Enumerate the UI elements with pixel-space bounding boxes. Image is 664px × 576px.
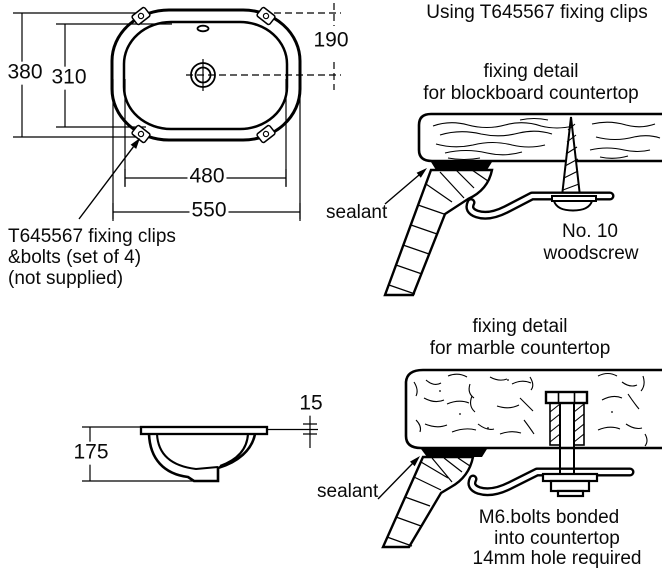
- woodscrew-label-line-1: No. 10: [562, 221, 618, 242]
- side-dimension-lines: [82, 410, 318, 482]
- basin-rim-section-blockboard: [383, 168, 494, 297]
- fixing-clip-plan-top-right: [256, 6, 276, 26]
- plan-note-line-2: &bolts (set of 4): [8, 247, 142, 268]
- bolt-label-line-1: M6.bolts bonded: [478, 507, 620, 528]
- bolt-label-line-3: 14mm hole required: [472, 548, 642, 569]
- bowl-outer-wall: [147, 433, 257, 483]
- dimension-480: 480: [187, 164, 227, 189]
- overflow-hole: [196, 24, 210, 33]
- marble-fixing-detail-drawing: [377, 368, 662, 549]
- plan-centerlines: [186, 3, 341, 90]
- fixing-clip-plan-bottom-left: [131, 124, 151, 144]
- marble-title-line-2: for marble countertop: [429, 338, 611, 359]
- basin-plan-view: [13, 3, 341, 221]
- basin-inner-bowl-edge: [122, 20, 289, 131]
- fixing-clip-section-marble: [467, 467, 635, 497]
- basin-outer-rim: [110, 8, 302, 142]
- sealant-bead-blockboard: [431, 162, 492, 170]
- blockboard-fixing-detail-drawing: [383, 112, 662, 297]
- basin-rim-hatching-marble: [386, 457, 471, 547]
- fixing-clip-section-blockboard: [465, 191, 615, 220]
- woodscrew-section: [560, 116, 582, 197]
- woodscrew-label-line-2: woodscrew: [543, 243, 639, 264]
- dimension-310: 310: [49, 65, 89, 90]
- sealant-arrow-blockboard: [384, 168, 427, 205]
- bolt-shank: [559, 403, 575, 474]
- basin-rim-side: [139, 425, 269, 436]
- woodscrew-head: [551, 195, 597, 212]
- dimension-15: 15: [297, 391, 325, 416]
- blockboard-countertop-section: [417, 112, 662, 163]
- bolt-label-line-2: into countertop: [494, 528, 620, 549]
- sealant-label-blockboard: sealant: [326, 202, 388, 223]
- wood-grain-texture: [432, 117, 661, 161]
- page-title: Using T645567 fixing clips: [426, 2, 648, 23]
- bowl-inner-wall-right: [219, 433, 250, 467]
- marble-title-line-1: fixing detail: [472, 316, 568, 337]
- dimension-380: 380: [5, 60, 45, 85]
- basin-rim-hatching-blockboard: [388, 169, 489, 295]
- plan-note-line-1: T645567 fixing clips: [8, 226, 176, 247]
- dimension-190: 190: [311, 28, 351, 53]
- bowl-inner-wall-left: [155, 433, 219, 471]
- bolt-head: [544, 390, 589, 405]
- blockboard-title-line-1: fixing detail: [483, 61, 579, 82]
- bolt-washer-and-nut: [541, 472, 599, 498]
- bolt-recess-clearance: [546, 372, 587, 393]
- dimension-550: 550: [189, 198, 229, 223]
- blockboard-title-line-2: for blockboard countertop: [423, 83, 639, 104]
- sealant-bead-marble: [421, 449, 487, 457]
- plan-note-line-3: (not supplied): [8, 268, 124, 289]
- marble-texture: [413, 372, 648, 447]
- marble-countertop-section: [404, 368, 662, 450]
- sealant-arrow-marble: [377, 456, 420, 500]
- drain-waste-outlet: [190, 59, 216, 91]
- dimension-175: 175: [71, 440, 111, 465]
- basin-side-view: [82, 410, 318, 483]
- sealant-label-marble: sealant: [317, 481, 379, 502]
- fixing-clip-plan-bottom-right: [256, 124, 276, 144]
- fixing-clip-plan-top-left: [131, 6, 151, 26]
- bolt-hole-walls: [549, 402, 585, 446]
- clips-note-arrow: [78, 138, 140, 220]
- plan-dimension-lines: [13, 12, 301, 221]
